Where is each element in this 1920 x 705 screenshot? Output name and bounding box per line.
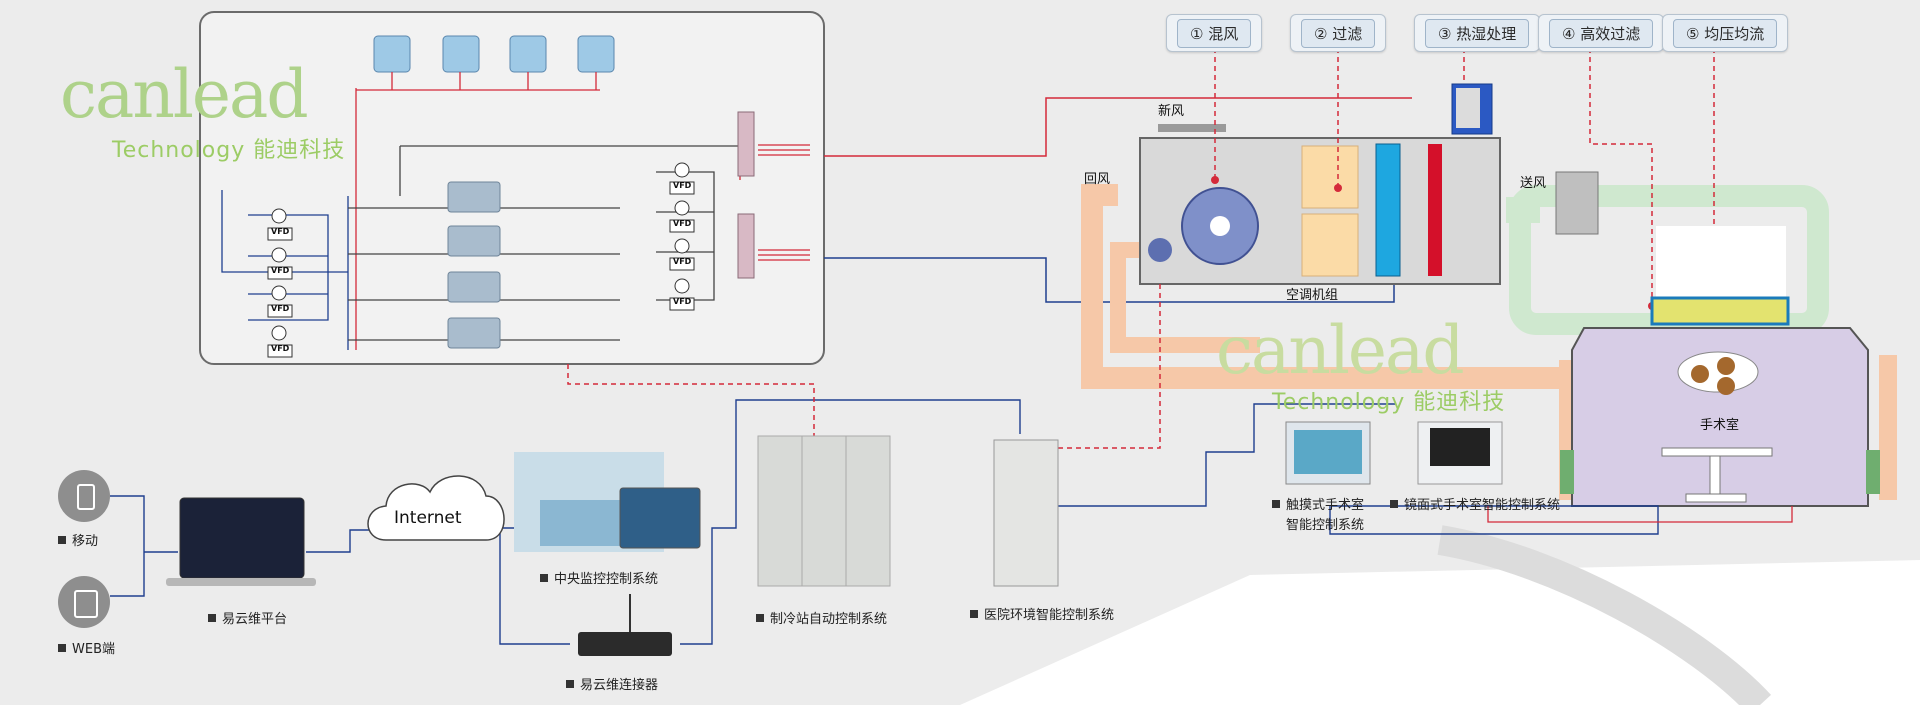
tablet-glyph — [74, 590, 98, 618]
mobile-label: 移动 — [58, 530, 98, 549]
step-hepa: ④ 高效过滤 — [1538, 14, 1665, 52]
vfd-label: VFD — [271, 344, 290, 353]
fresh-air-label: 新风 — [1158, 104, 1185, 119]
chiller-ctrl-label: 制冷站自动控制系统 — [756, 608, 887, 627]
heating-coil — [1428, 144, 1442, 276]
vfd-label: VFD — [673, 257, 692, 266]
return-grille-left — [1560, 450, 1574, 494]
watermark-brand-1: canlead — [60, 56, 309, 133]
vfd-label: VFD — [673, 219, 692, 228]
vfd-label: VFD — [271, 227, 290, 236]
operating-room — [1571, 327, 1869, 507]
background-arc — [1437, 525, 1772, 705]
web-label: WEB端 — [58, 638, 115, 657]
touch-ctrl-label-2: 智能控制系统 — [1286, 518, 1365, 533]
cloud-label: Internet — [394, 508, 462, 528]
pumps — [271, 162, 690, 341]
header-supply — [737, 111, 755, 177]
step-mixing: ① 混风 — [1166, 14, 1263, 52]
laptop-screen — [179, 497, 305, 579]
fresh-air-damper — [1158, 124, 1226, 132]
internet-cloud — [367, 475, 505, 541]
step-heat-humidity: ③ 热湿处理 — [1414, 14, 1541, 52]
filter-lower — [1301, 213, 1359, 277]
plant-control-dashed — [567, 364, 815, 440]
watermark-brand-2: canlead — [1216, 312, 1465, 389]
or-room-label: 手术室 — [1700, 418, 1740, 433]
white-plenum — [1656, 226, 1786, 302]
return-grille-right — [1866, 450, 1880, 494]
watermark-tagline-1: Technology 能迪科技 — [112, 138, 346, 163]
step-pressure: ⑤ 均压均流 — [1662, 14, 1789, 52]
vfd-tags — [267, 181, 695, 358]
return-air-label: 回风 — [1084, 172, 1111, 187]
chilled-water-supply-line — [824, 97, 1412, 157]
fan-motor — [1148, 238, 1172, 262]
filter-upper — [1301, 145, 1359, 209]
vfd-label: VFD — [271, 266, 290, 275]
supply-air-label: 送风 — [1520, 176, 1547, 191]
watermark-tagline-2: Technology 能迪科技 — [1272, 390, 1506, 415]
mirror-ctrl-label: 镜面式手术室智能控制系统 — [1390, 494, 1560, 513]
chillers — [447, 181, 501, 349]
hospital-control-cabinet — [993, 439, 1059, 587]
web-icon — [58, 576, 110, 628]
hospital-env-label: 医院环境智能控制系统 — [970, 604, 1114, 623]
step-filtering: ② 过滤 — [1290, 14, 1387, 52]
or-control-line — [1487, 506, 1793, 523]
vfd-label: VFD — [673, 181, 692, 190]
central-label: 中央监控控制系统 — [540, 568, 658, 587]
header-return — [737, 213, 755, 279]
cooling-towers — [373, 35, 615, 73]
chiller-control-cabinet — [757, 435, 891, 587]
chilled-water-return-line — [824, 257, 1395, 303]
hepa-box — [1650, 296, 1790, 326]
connector-label: 易云维连接器 — [566, 674, 658, 693]
touch-ctrl-label: 触摸式手术室 — [1272, 494, 1364, 513]
supply-air-grille — [1555, 171, 1599, 235]
vfd-label: VFD — [673, 297, 692, 306]
laptop-base — [166, 578, 316, 586]
mobile-icon — [58, 470, 110, 522]
phone-glyph — [77, 484, 95, 510]
cooling-coil — [1375, 143, 1401, 277]
connector-device — [578, 632, 672, 656]
background-wedge — [960, 560, 1920, 705]
platform-label: 易云维平台 — [208, 608, 287, 627]
vfd-label: VFD — [271, 304, 290, 313]
ahu-label: 空调机组 — [1286, 288, 1339, 303]
operating-table — [1661, 447, 1773, 457]
ahu-control-dashed — [1054, 284, 1161, 449]
